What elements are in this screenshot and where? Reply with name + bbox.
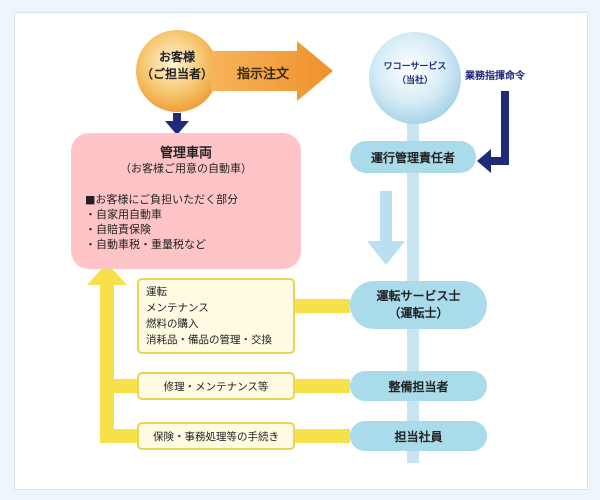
operations-manager-label: 運行管理責任者 (370, 151, 455, 165)
driver-task-list: 運転 メンテナンス 燃料の購入 消耗品・備品の管理・交換 (146, 284, 272, 348)
burden-item: ・自賠責保険 (85, 223, 151, 236)
driver-task: 燃料の購入 (146, 318, 199, 330)
manager-to-driver-arrow (367, 191, 405, 265)
order-arrow (211, 41, 333, 101)
maintenance-task-label: 修理・メンテナンス等 (163, 381, 269, 393)
driver-task: メンテナンス (146, 302, 209, 314)
customer-label: お客様 （ご担当者） (137, 49, 217, 83)
vehicle-box (71, 133, 301, 269)
customer-role: （ご担当者） (140, 67, 213, 81)
maintenance-staff-label: 整備担当者 (388, 380, 449, 394)
account-task-label: 保険・事務処理等の手続き (153, 431, 279, 443)
driver-task: 運転 (146, 286, 167, 298)
flow-diagram (71, 30, 509, 463)
customer-circle (136, 30, 218, 112)
diagram-canvas: お客様 （ご担当者） 指示注文 ワコーサービス （当社） 業務指揮命令 管理車両… (14, 12, 588, 490)
maintenance-task-box (137, 372, 295, 400)
burden-list: ・自家用自動車 ・自賠責保険 ・自動車税・重量税など (85, 207, 206, 252)
company-circle (369, 32, 461, 124)
customer-to-vehicle-arrow (165, 113, 189, 135)
account-staff-label: 担当社員 (394, 430, 443, 444)
order-label: 指示注文 (237, 67, 290, 82)
operations-manager-pill (350, 141, 476, 173)
driver-task-box (137, 278, 295, 354)
driver-name: 運転サービス士 (376, 289, 461, 303)
command-arrow (477, 91, 509, 173)
vehicle-title: 管理車両 (159, 146, 212, 161)
company-role: （当社） (396, 76, 433, 86)
burden-item: ・自動車税・重量税など (85, 238, 206, 251)
driver-pill (350, 281, 487, 329)
company-name: ワコーサービス (383, 62, 447, 72)
blue-spine (407, 93, 419, 463)
driver-label: 運転サービス士 （運転士） (350, 288, 487, 322)
account-task-box (137, 422, 295, 450)
driver-task: 消耗品・備品の管理・交換 (146, 334, 272, 346)
maintenance-pill (350, 371, 487, 401)
vehicle-subtitle: （お客様ご用意の自動車） (120, 162, 252, 175)
burden-heading: ■お客様にご負担いただく部分 (85, 193, 239, 206)
command-label: 業務指揮命令 (465, 71, 525, 82)
account-pill (350, 421, 487, 451)
burden-item: ・自家用自動車 (85, 208, 162, 221)
company-label: ワコーサービス （当社） (365, 60, 465, 88)
customer-name: お客様 (158, 50, 195, 64)
driver-role: （運転士） (388, 306, 449, 320)
